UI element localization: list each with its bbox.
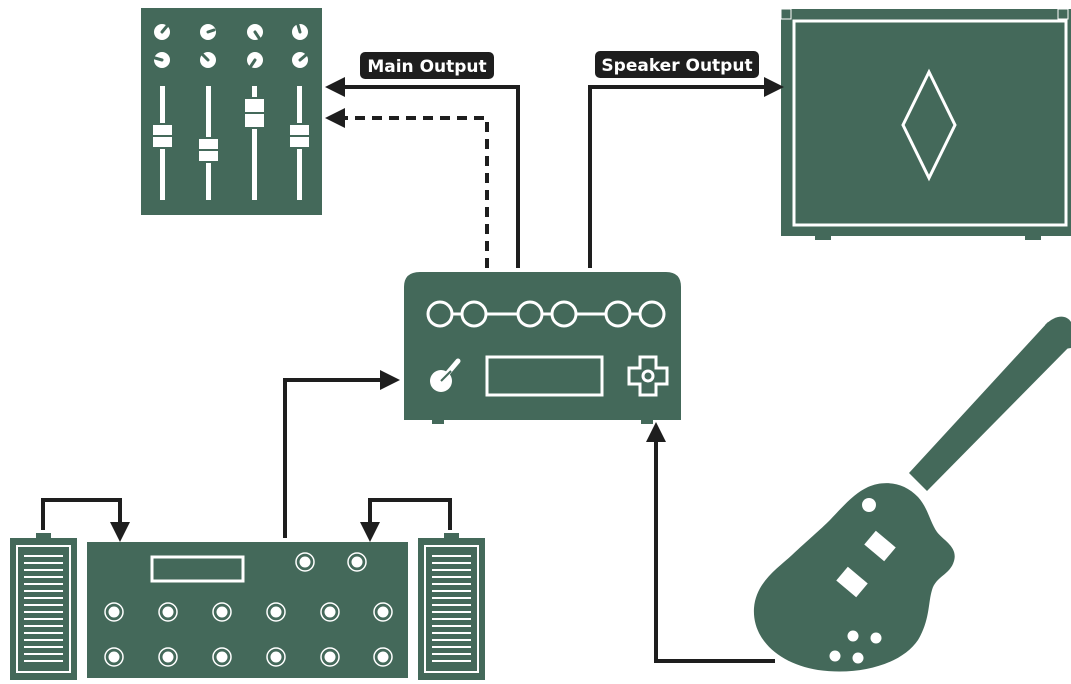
floor-controller [87, 542, 408, 678]
pedal-jack [36, 533, 51, 540]
footswitch-icon [374, 648, 392, 666]
controller-display [150, 555, 245, 583]
guitar-knob-icon [829, 650, 841, 662]
guitar-knob-icon [852, 652, 864, 664]
footswitch-icon [267, 603, 285, 621]
profiler-display [485, 355, 604, 397]
dpad-icon [627, 355, 669, 397]
cabinet-foot [815, 234, 831, 240]
controller-to-profiler-connector [283, 370, 400, 538]
expression-pedal-right [418, 533, 485, 680]
pedal-tread [24, 555, 63, 662]
fader-track [252, 86, 257, 200]
pedal-frame [424, 545, 479, 673]
expression-pedal-left [10, 533, 77, 680]
profiler-knob-chain [426, 300, 666, 328]
footswitch-icon [296, 553, 314, 571]
knob-icon [426, 300, 454, 328]
pedal-body [10, 538, 77, 680]
pedal-tread [432, 555, 471, 662]
footswitch-icon [159, 648, 177, 666]
cabinet-foot [1025, 234, 1041, 240]
label-background [360, 52, 494, 79]
mixer-body [141, 8, 322, 215]
amp-profiler [404, 272, 681, 424]
footswitch-icon [105, 603, 123, 621]
pedal-body [418, 538, 485, 680]
big-knob-icon [430, 358, 461, 392]
footswitch-icon [374, 603, 392, 621]
footswitch-icon [267, 648, 285, 666]
pickup-icon [836, 566, 868, 598]
profiler-foot [432, 418, 444, 424]
electric-guitar [753, 316, 1071, 672]
pickup-icon [864, 530, 896, 562]
secondary-output-connector [325, 108, 489, 268]
footswitch-icon [213, 603, 231, 621]
left-pedal-connector [41, 498, 130, 542]
footswitch-icon [321, 603, 339, 621]
knob-icon [550, 300, 578, 328]
speaker-output-connector [588, 77, 784, 268]
mixer [141, 8, 322, 215]
guitar-headstock [1045, 316, 1071, 350]
footswitch-icon [213, 648, 231, 666]
knob-icon [460, 300, 488, 328]
guitar-knob-icon [862, 498, 876, 512]
label-background [595, 51, 759, 78]
main-output-connector [325, 77, 520, 268]
profiler-body [404, 272, 681, 420]
cabinet-body [781, 9, 1071, 236]
knob-icon [604, 300, 632, 328]
pedal-jack [444, 533, 459, 540]
guitar-knob-icon [870, 632, 882, 644]
speaker-output-label: Speaker Output [595, 51, 759, 78]
footswitch-icon [105, 648, 123, 666]
mixer-faders [151, 86, 311, 200]
speaker-output-text: Speaker Output [601, 56, 752, 76]
guitar-to-profiler-connector [646, 422, 775, 663]
main-output-label: Main Output [360, 52, 494, 79]
controller-footswitches [105, 553, 392, 666]
knob-icon [638, 300, 666, 328]
speaker-cabinet [780, 8, 1071, 240]
profiler-foot [641, 418, 653, 424]
guitar-neck [909, 322, 1071, 491]
right-pedal-connector [360, 498, 452, 542]
knob-icon [516, 300, 544, 328]
cabinet-corner [780, 8, 792, 20]
cabinet-corner [1057, 8, 1069, 20]
pedal-frame [16, 545, 71, 673]
diamond-logo-icon [901, 68, 957, 182]
main-output-text: Main Output [367, 57, 486, 77]
cabinet-grille-frame [792, 19, 1068, 227]
footswitch-icon [159, 603, 177, 621]
footswitch-icon [348, 553, 366, 571]
footswitch-icon [321, 648, 339, 666]
guitar-knob-icon [847, 630, 859, 642]
